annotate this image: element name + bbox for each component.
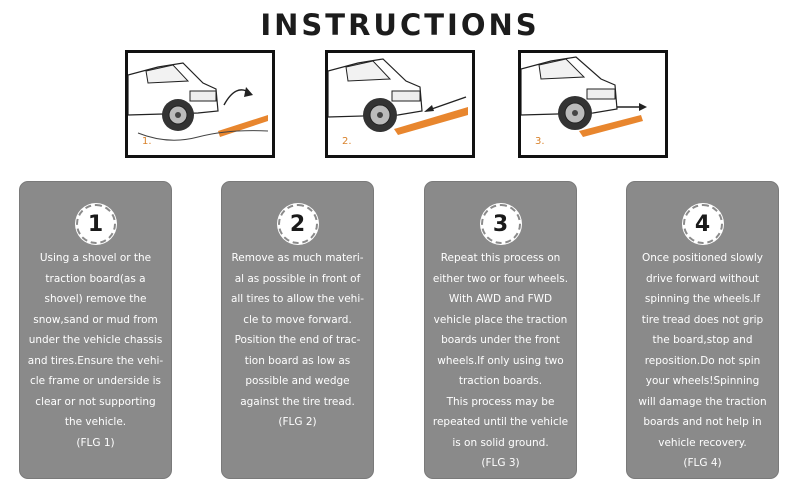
step-number-badge: 2 bbox=[277, 204, 318, 244]
step-card-2: 2 Remove as much materi- al as possible … bbox=[221, 181, 374, 479]
illustration-panel-3: 3. bbox=[518, 50, 668, 158]
step-card-3: 3 Repeat this process on either two or f… bbox=[424, 181, 577, 479]
step-number-badge: 3 bbox=[480, 204, 521, 244]
figure-reference: (FLG 4) bbox=[683, 457, 722, 469]
step-number-badge: 1 bbox=[75, 204, 116, 244]
step-text: Once positioned slowly drive forward wit… bbox=[638, 252, 767, 449]
panel-step-label: 1. bbox=[142, 136, 152, 147]
step-text: Repeat this process on either two or fou… bbox=[432, 252, 569, 449]
figure-reference: (FLG 3) bbox=[481, 457, 520, 469]
illustration-panel-1: 1. bbox=[125, 50, 275, 158]
car-board-insert-icon bbox=[328, 58, 468, 135]
step-number-badge: 4 bbox=[682, 204, 723, 244]
car-drive-forward-icon bbox=[521, 56, 647, 137]
car-shovel-arc-icon bbox=[128, 62, 269, 141]
step-card-4: 4 Once positioned slowly drive forward w… bbox=[626, 181, 779, 479]
illustration-panel-2: 2. bbox=[325, 50, 475, 158]
panel-step-label: 3. bbox=[535, 136, 545, 147]
step-description: Repeat this process on either two or fou… bbox=[431, 248, 570, 474]
step-description: Using a shovel or the traction board(as … bbox=[26, 248, 165, 453]
step-card-1: 1 Using a shovel or the traction board(a… bbox=[19, 181, 172, 479]
figure-reference: (FLG 1) bbox=[76, 436, 115, 449]
step-description: Once positioned slowly drive forward wit… bbox=[633, 248, 772, 474]
figure-reference: (FLG 2) bbox=[278, 416, 317, 428]
panel-step-label: 2. bbox=[342, 136, 352, 147]
step-text: Remove as much materi- al as possible in… bbox=[230, 252, 365, 408]
page-title: INSTRUCTIONS bbox=[260, 8, 540, 42]
step-text: Using a shovel or the traction board(as … bbox=[27, 252, 164, 428]
step-description: Remove as much materi- al as possible in… bbox=[228, 248, 367, 433]
